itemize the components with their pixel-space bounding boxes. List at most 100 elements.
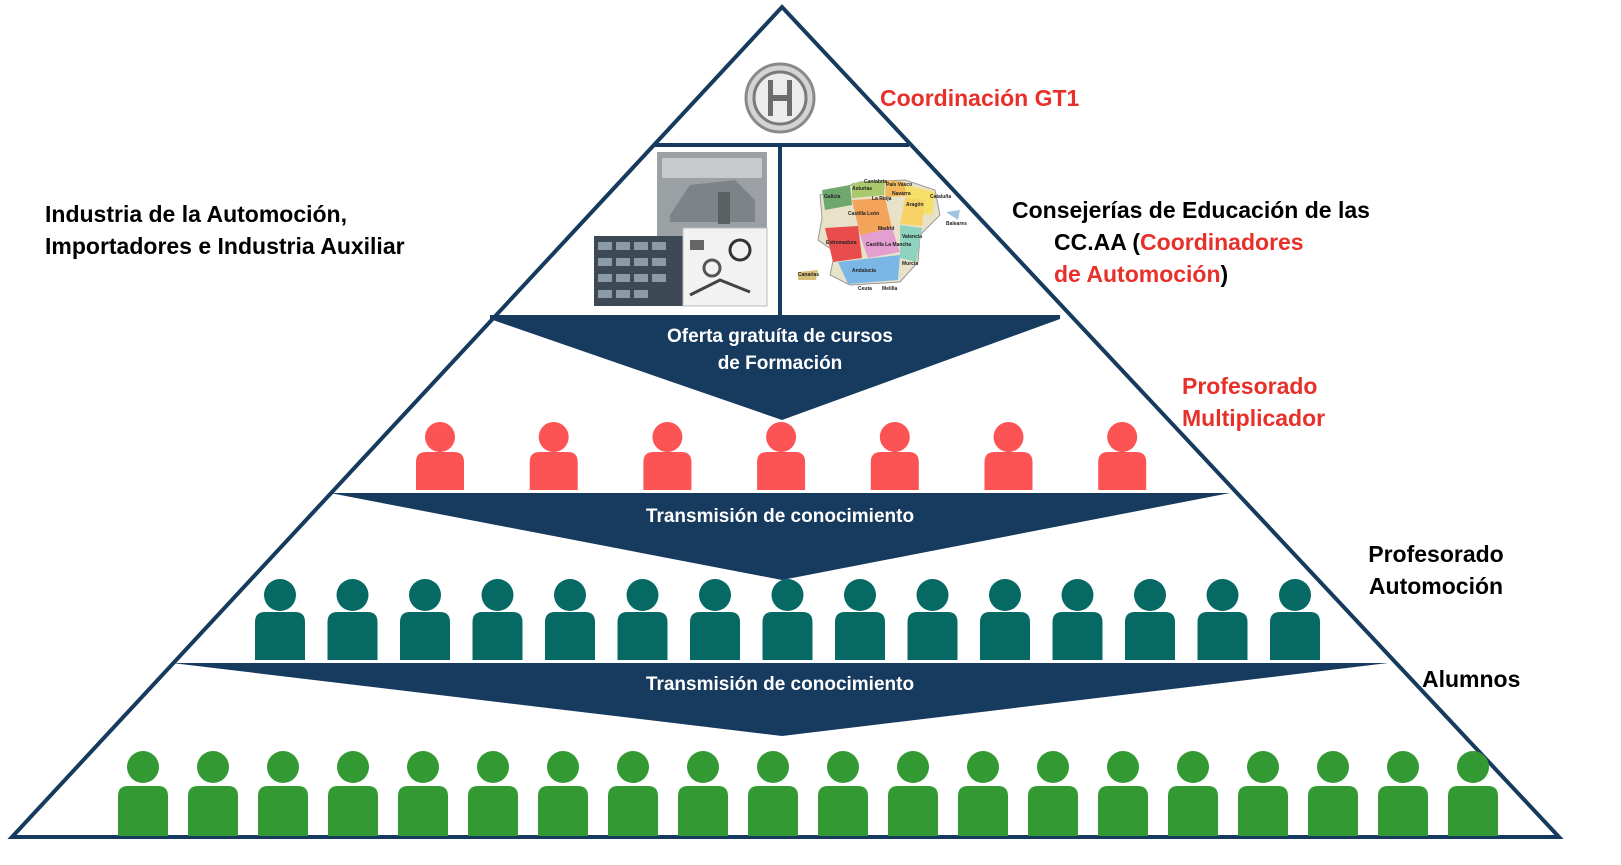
- person-icon: [690, 579, 740, 660]
- person-icon: [818, 751, 868, 836]
- person-head: [1387, 751, 1419, 783]
- person-head: [1457, 751, 1489, 783]
- person-head: [844, 579, 876, 611]
- person-body: [1052, 612, 1103, 660]
- map-label: Aragón: [906, 202, 924, 208]
- map-label: Castilla León: [848, 211, 879, 217]
- person-icon: [538, 751, 588, 836]
- tier-automocion-line2: Automoción: [1368, 573, 1504, 599]
- person-body: [1270, 612, 1320, 660]
- map-label: Extremadura: [826, 240, 857, 246]
- coordination-label: Coordinación GT1: [880, 85, 1080, 111]
- person-icon: [255, 579, 305, 660]
- person-icon: [398, 751, 448, 836]
- de-automocion-text: de Automoción: [1054, 261, 1221, 287]
- person-head: [407, 751, 439, 783]
- tier-automocion-line1: Profesorado: [1368, 541, 1504, 567]
- person-head: [967, 751, 999, 783]
- person-body: [818, 786, 868, 836]
- person-icon: [529, 422, 578, 490]
- person-icon: [416, 422, 464, 490]
- person-head: [1061, 579, 1094, 611]
- arrow-transmision-2-text: Transmisión de conocimiento: [645, 674, 915, 695]
- person-body: [757, 452, 806, 490]
- person-icon: [327, 579, 378, 660]
- map-label: Navarra: [892, 191, 911, 197]
- person-head: [897, 751, 929, 783]
- person-icon: [1098, 422, 1147, 490]
- person-head: [766, 422, 797, 452]
- person-icon: [984, 422, 1033, 490]
- person-body: [1168, 786, 1218, 836]
- map-label: Murcia: [902, 261, 918, 267]
- person-icon: [472, 579, 523, 660]
- person-body: [327, 612, 378, 660]
- person-body: [748, 786, 798, 836]
- map-label: Ceuta: [858, 286, 872, 292]
- person-icon: [980, 579, 1030, 660]
- person-icon: [678, 751, 728, 836]
- person-head: [757, 751, 789, 783]
- person-body: [188, 786, 238, 836]
- person-body: [762, 612, 813, 660]
- person-icon: [888, 751, 938, 836]
- map-label: Cantabria: [864, 179, 887, 185]
- person-icon: [958, 751, 1008, 836]
- person-head: [1037, 751, 1069, 783]
- person-body: [400, 612, 450, 660]
- person-body: [529, 452, 578, 490]
- tier-multiplicador-label: Profesorado Multiplicador: [1182, 370, 1325, 434]
- person-head: [1317, 751, 1349, 783]
- person-head: [687, 751, 719, 783]
- person-head: [989, 579, 1021, 611]
- person-body: [984, 452, 1033, 490]
- person-body: [1125, 612, 1175, 660]
- person-icon: [258, 751, 308, 836]
- consejerias-line3-suffix: ): [1220, 261, 1229, 287]
- tier-multiplicador-line2: Multiplicador: [1182, 405, 1326, 431]
- person-body: [472, 612, 523, 660]
- person-body: [1448, 786, 1498, 836]
- person-body: [545, 612, 595, 660]
- person-icon: [118, 751, 168, 836]
- bosch-logo-icon: [744, 62, 816, 134]
- consejerias-label: Consejerías de Educación de las CC.AA (C…: [1012, 194, 1370, 290]
- person-body: [255, 612, 305, 660]
- person-icon: [1168, 751, 1218, 836]
- map-label: La Rioja: [872, 196, 892, 202]
- person-icon: [1448, 751, 1498, 836]
- person-head: [547, 751, 579, 783]
- coordinadores-text: Coordinadores: [1140, 229, 1304, 255]
- person-head: [538, 422, 569, 452]
- person-icon: [1308, 751, 1358, 836]
- industry-label: Industria de la Automoción, Importadores…: [45, 198, 405, 262]
- automotive-industry-photo: [594, 152, 768, 307]
- person-body: [958, 786, 1008, 836]
- arrow-formacion-line1: Oferta gratuíta de cursos: [667, 326, 893, 347]
- person-head: [267, 751, 299, 783]
- person-body: [258, 786, 308, 836]
- person-body: [1238, 786, 1288, 836]
- arrow-transmision-2: [172, 663, 1388, 736]
- person-icon: [1238, 751, 1288, 836]
- person-body: [907, 612, 958, 660]
- map-label: Galicia: [824, 194, 841, 200]
- person-icon: [1270, 579, 1320, 660]
- person-body: [608, 786, 658, 836]
- arrow-transmision-1: [330, 493, 1230, 580]
- person-icon: [907, 579, 958, 660]
- person-head: [1247, 751, 1279, 783]
- map-label: Castilla La Mancha: [866, 242, 911, 248]
- person-body: [643, 452, 692, 490]
- arrow-transmision-1-text: Transmisión de conocimiento: [645, 506, 915, 527]
- person-body: [870, 452, 919, 490]
- person-icon: [1052, 579, 1103, 660]
- person-head: [1107, 422, 1138, 452]
- person-body: [1028, 786, 1078, 836]
- industry-label-line1: Industria de la Automoción,: [45, 201, 347, 227]
- person-head: [127, 751, 159, 783]
- person-head: [652, 422, 683, 452]
- person-body: [538, 786, 588, 836]
- person-head: [481, 579, 514, 611]
